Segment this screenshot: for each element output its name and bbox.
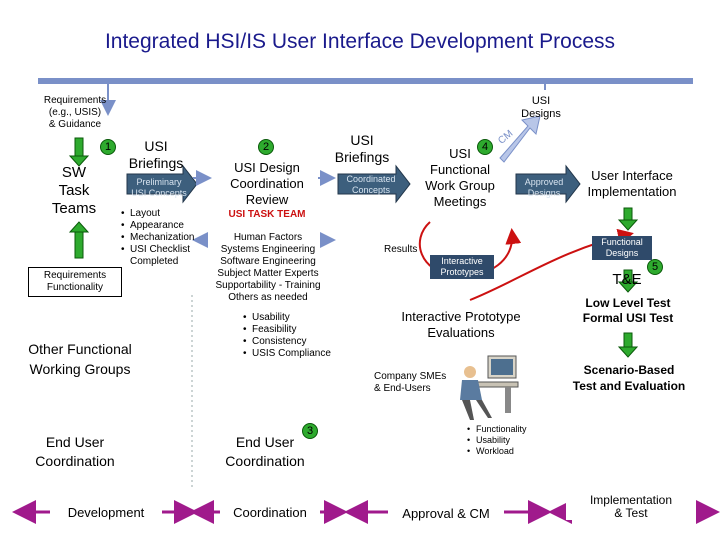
usi-briefings-2: USI Briefings — [334, 132, 390, 165]
footer-approval-cm: Approval & CM — [388, 506, 504, 521]
footer-implementation-test: Implementation & Test — [566, 494, 696, 520]
usi-task-team: USI TASK TEAM — [228, 209, 306, 220]
arrow-preliminary — [126, 164, 198, 204]
results-label: Results — [384, 244, 418, 255]
step-1-badge: 1 — [100, 139, 116, 155]
usi-briefings-1: USI Briefings — [128, 138, 184, 171]
arrow-coordinated — [337, 164, 411, 204]
green-arrow-sw-up — [68, 221, 90, 259]
step-4-badge: 4 — [477, 139, 493, 155]
briefing-bullets: Layout Appearance Mechanization USI Chec… — [120, 208, 200, 268]
prototype-evaluations: Interactive Prototype Evaluations — [401, 309, 521, 340]
approved-designs: Approved Designs — [524, 177, 564, 198]
page-title: Integrated HSI/IS User Interface Develop… — [104, 30, 616, 53]
step-3-badge: 3 — [302, 423, 318, 439]
green-arrow-sw-down — [68, 137, 90, 167]
task-team-members: Human Factors Systems Engineering Softwa… — [215, 232, 321, 303]
top-band — [38, 78, 693, 84]
usi-design-review: USI Design Coordination Review — [230, 160, 304, 207]
cm-arrow — [499, 115, 541, 163]
ui-implementation: User Interface Implementation — [587, 168, 677, 199]
usi-designs-label: USI Designs — [521, 95, 561, 120]
green-arrow-impl-2 — [617, 332, 639, 358]
requirements-functionality-box: Requirements Functionality — [28, 267, 122, 297]
footer-development: Development — [50, 505, 162, 520]
low-level-test: Low Level Test Formal USI Test — [582, 296, 674, 325]
company-smes: Company SMEs & End-Users — [374, 371, 447, 394]
green-arrow-impl-1 — [617, 269, 639, 293]
sw-task-teams: SW Task Teams — [51, 164, 97, 217]
review-bullets: Usability Feasibility Consistency USIS C… — [242, 312, 342, 360]
green-arrow-impl-top — [617, 207, 639, 231]
step-2-badge: 2 — [258, 139, 274, 155]
preliminary-concepts: Preliminary USI Concepts — [131, 177, 187, 198]
arrow-approved — [515, 164, 581, 204]
end-user-coordination-2: End User Coordination — [225, 434, 305, 469]
functional-designs: Functional Designs — [592, 236, 652, 260]
evaluation-bullets: Functionality Usability Workload — [466, 424, 556, 457]
requirements-guidance: Requirements (e.g., USIS) & Guidance — [43, 95, 107, 130]
scenario-test: Scenario-Based Test and Evaluation — [572, 363, 686, 393]
functional-work-group: USI Functional Work Group Meetings — [425, 146, 495, 209]
step-5-badge: 5 — [647, 259, 663, 275]
coordinated-concepts: Coordinated Concepts — [346, 174, 396, 195]
interactive-prototypes: Interactive Prototypes — [430, 255, 494, 279]
workstation-icon — [460, 355, 519, 420]
end-user-coordination-1: End User Coordination — [35, 434, 115, 469]
footer-coordination: Coordination — [220, 505, 320, 520]
other-functional-groups: Other Functional Working Groups — [28, 341, 132, 377]
te-label: T&E — [612, 271, 642, 288]
